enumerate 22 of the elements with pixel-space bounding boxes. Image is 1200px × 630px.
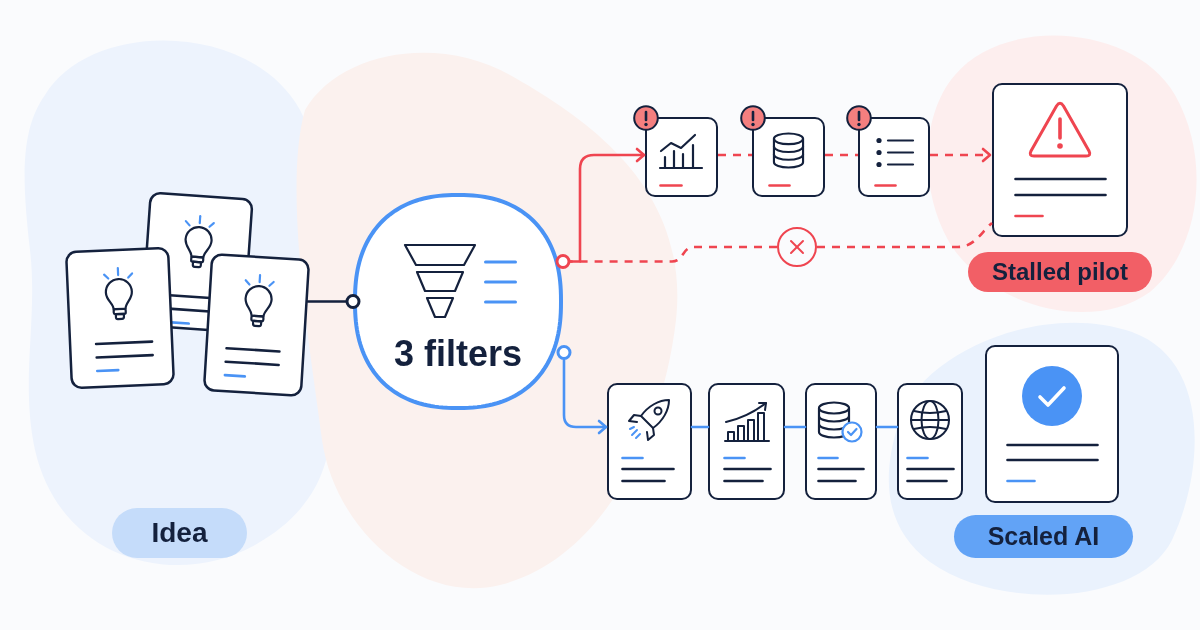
connector <box>306 294 361 309</box>
stage-tag: Idea <box>112 508 247 558</box>
cross-circle-icon <box>777 227 817 267</box>
step-card <box>897 383 963 500</box>
step-card <box>607 383 692 500</box>
idea-cards-illustration <box>64 190 310 398</box>
connector <box>783 425 807 429</box>
result-card <box>985 345 1119 503</box>
connector <box>690 425 710 429</box>
filter-count-label: 3 filters <box>393 336 523 372</box>
stage-tag: Stalled pilot <box>968 252 1152 292</box>
step-card <box>805 383 877 500</box>
dashed-arrow <box>930 147 992 163</box>
dashed-connector <box>718 153 752 157</box>
stalled-card <box>992 83 1128 237</box>
dashed-connector <box>817 222 993 249</box>
stage-tag: Scaled AI <box>954 515 1133 558</box>
arrow <box>562 358 608 435</box>
dashed-connector <box>825 153 858 157</box>
connector <box>875 425 899 429</box>
dashed-connector <box>555 245 777 269</box>
step-card <box>708 383 785 500</box>
